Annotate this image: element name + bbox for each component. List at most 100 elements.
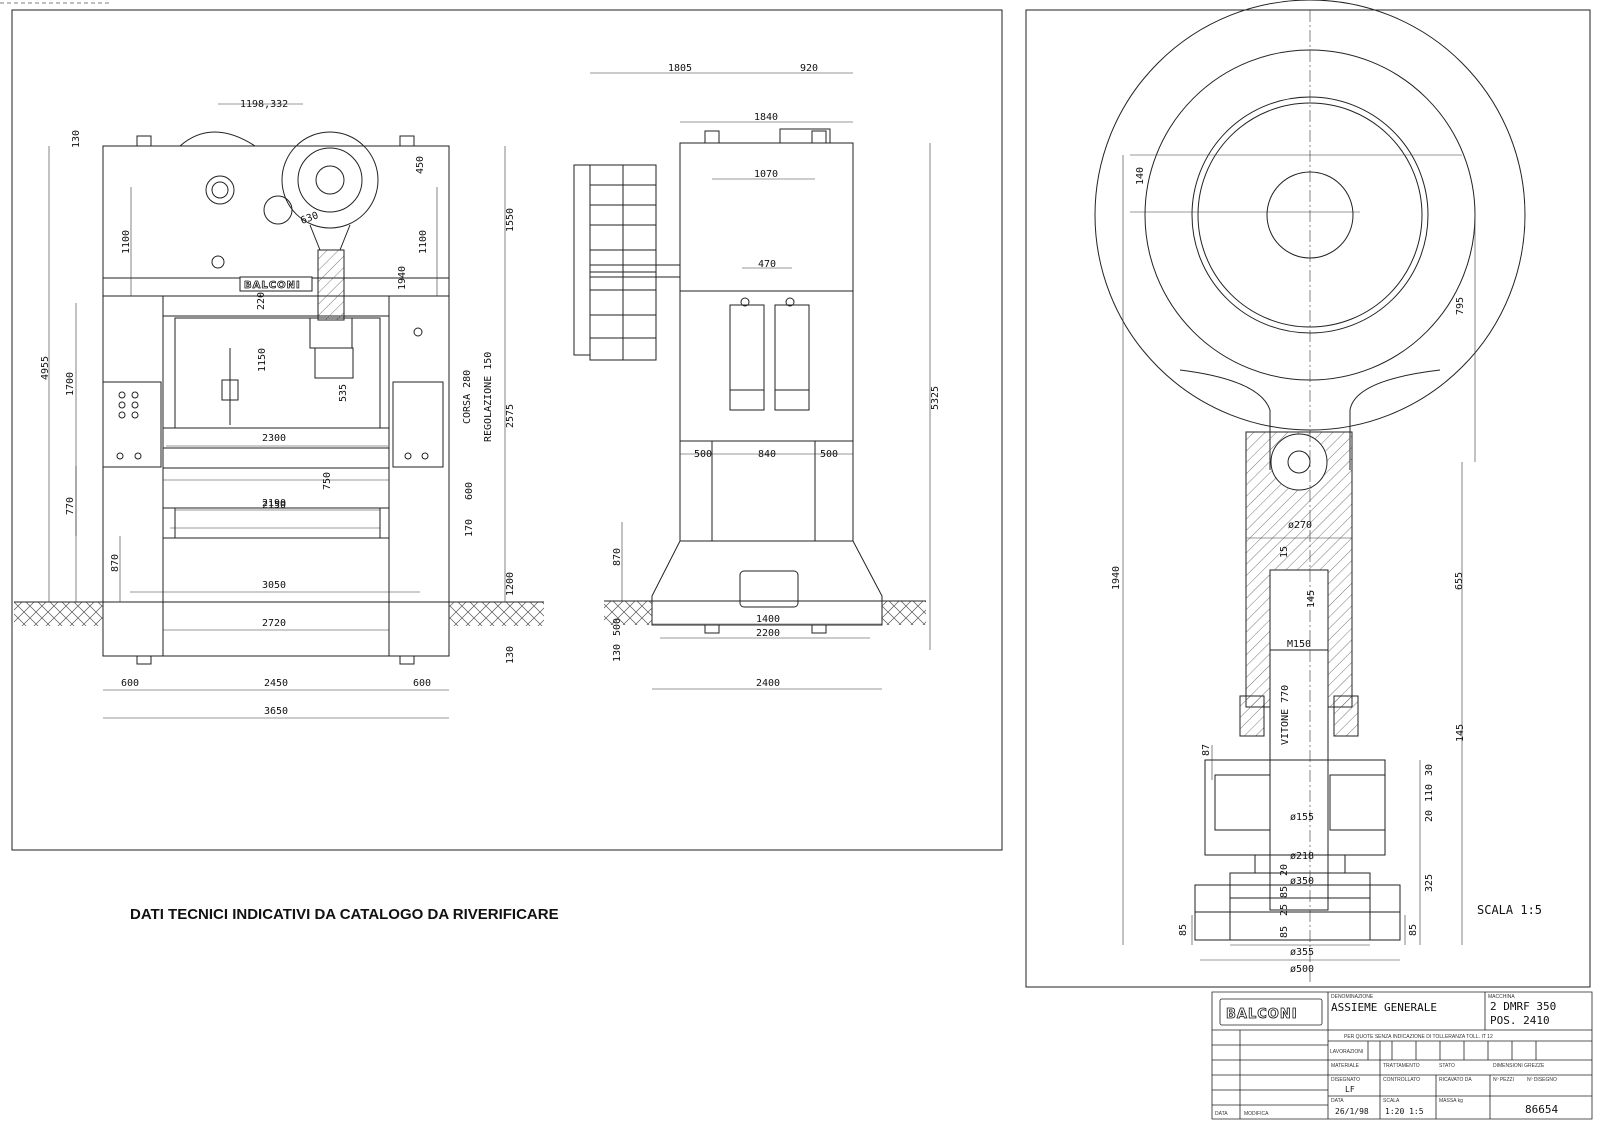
tb-massa-label: MASSA kg [1439,1098,1463,1104]
tb-scala: 1:20 1:5 [1385,1107,1424,1116]
dim-870: 870 [110,554,121,572]
tb-trattamento-label: TRATTAMENTO [1383,1063,1420,1069]
tb-disegnato: LF [1345,1085,1355,1094]
front-view [103,132,449,664]
tb-pos: POS. 2410 [1490,1014,1550,1027]
dim-145-a: 145 [1306,590,1317,608]
dim-600-left: 600 [121,678,139,689]
dim-2150: 2150 [262,500,286,511]
dim-130-top: 130 [71,130,82,148]
dim-2190: 2190 [262,498,286,509]
dim-1940: 1940 [397,266,408,290]
dim-470: 470 [758,259,776,270]
dim-2200: 2200 [756,628,780,639]
dim-870-side: 870 [612,548,623,566]
dim-2400: 2400 [756,678,780,689]
dim-655: 655 [1454,572,1465,590]
dim-85-left: 85 [1178,924,1189,936]
dim-750: 750 [322,472,333,490]
dim-1940-detail: 1940 [1111,566,1122,590]
tb-tolleranze: PER QUOTE SENZA INDICAZIONE DI TOLLERANZ… [1344,1034,1493,1040]
dim-920: 920 [800,63,818,74]
title-block-text: DENOMINAZIONE ASSIEME GENERALE MACCHINA … [1215,994,1558,1117]
dim-840: 840 [758,449,776,460]
dim-25: 25 [1279,904,1290,916]
side-view-dimensions: 1805 920 1840 1070 470 5325 500 840 500 … [612,63,941,689]
dim-d350: ø350 [1290,876,1314,887]
dim-20: 20 [1424,810,1435,822]
tb-controllato-label: CONTROLLATO [1383,1077,1420,1083]
tb-macchina-label: MACCHINA [1488,994,1515,1000]
front-view-dimensions: 1198,332 130 450 1550 1100 1100 630 220 … [40,99,516,717]
dim-500-v: 500 [612,618,623,636]
tb-data-label: DATA [1331,1098,1344,1104]
dim-130-side: 130 [612,644,623,662]
dim-1150: 1150 [257,348,268,372]
dim-1100-right: 1100 [418,230,429,254]
dim-regolazione: REGOLAZIONE 150 [483,352,494,442]
dim-450: 450 [415,156,426,174]
dim-2575: 2575 [505,404,516,428]
dim-85a: 85 [1279,886,1290,898]
tb-scala-label: SCALA [1383,1098,1400,1104]
dim-corsa: CORSA 280 [462,370,473,424]
dim-30: 30 [1424,764,1435,776]
catalog-note: DATI TECNICI INDICATIVI DA CATALOGO DA R… [130,906,559,923]
dim-85b: 85 [1279,926,1290,938]
dim-d218: ø218 [1290,851,1314,862]
dim-vitone: VITONE 770 [1280,685,1291,745]
dim-770: 770 [65,497,76,515]
dim-140: 140 [1135,167,1146,185]
front-view-logo: BALCONI [244,280,301,292]
dim-d155: ø155 [1290,812,1314,823]
dim-500-left: 500 [694,449,712,460]
dim-1700: 1700 [65,372,76,396]
title-logo-text: BALCONI [1226,1007,1298,1022]
dim-d500: ø500 [1290,964,1314,975]
dim-2300: 2300 [262,433,286,444]
dim-110: 110 [1424,784,1435,802]
dim-85-right: 85 [1408,924,1419,936]
dim-535: 535 [338,384,349,402]
dim-220: 220 [256,292,267,310]
dim-3650: 3650 [264,706,288,717]
tb-stato-label: STATO [1439,1063,1455,1069]
tb-rev-modifica-label: MODIFICA [1244,1111,1269,1117]
dim-1400: 1400 [756,614,780,625]
dim-1550: 1550 [505,208,516,232]
dim-5325: 5325 [930,386,941,410]
dim-4955: 4955 [40,356,51,380]
front-logo-text: BALCONI [244,280,301,291]
tb-data: 26/1/98 [1335,1107,1369,1116]
tb-dimensioni-label: DIMENSIONI GREZZE [1493,1063,1545,1069]
dim-1840: 1840 [754,112,778,123]
tb-macchina: 2 DMRF 350 [1490,1000,1556,1013]
tb-ricavato-label: RICAVATO DA [1439,1077,1472,1083]
tb-denominazione: ASSIEME GENERALE [1331,1001,1437,1014]
detail-view-dimensions: 140 795 1940 655 ø270 15 145 M150 VITONE… [1111,167,1466,975]
tb-rev-data-label: DATA [1215,1111,1228,1117]
dim-87: 87 [1201,744,1212,756]
dim-1070: 1070 [754,169,778,180]
tb-ndisegno-label: Nº DISEGNO [1527,1077,1557,1083]
right-frame [1026,10,1590,987]
dim-1200: 1200 [505,572,516,596]
dim-325: 325 [1424,874,1435,892]
dim-630: 630 [299,210,320,227]
tb-denominazione-label: DENOMINAZIONE [1331,994,1374,1000]
dim-500-right: 500 [820,449,838,460]
scale-label: SCALA 1:5 [1477,903,1542,917]
tb-ndisegno: 86654 [1525,1103,1558,1116]
dim-15: 15 [1279,546,1290,558]
tb-materiale-label: MATERIALE [1331,1063,1360,1069]
dim-2450: 2450 [264,678,288,689]
dim-170: 170 [464,519,475,537]
dim-3050: 3050 [262,580,286,591]
dim-145-b: 145 [1455,724,1466,742]
dim-1100-left: 1100 [121,230,132,254]
dim-600-v: 600 [464,482,475,500]
dim-130-bottom: 130 [505,646,516,664]
dim-1805: 1805 [668,63,692,74]
left-frame [12,10,1002,850]
